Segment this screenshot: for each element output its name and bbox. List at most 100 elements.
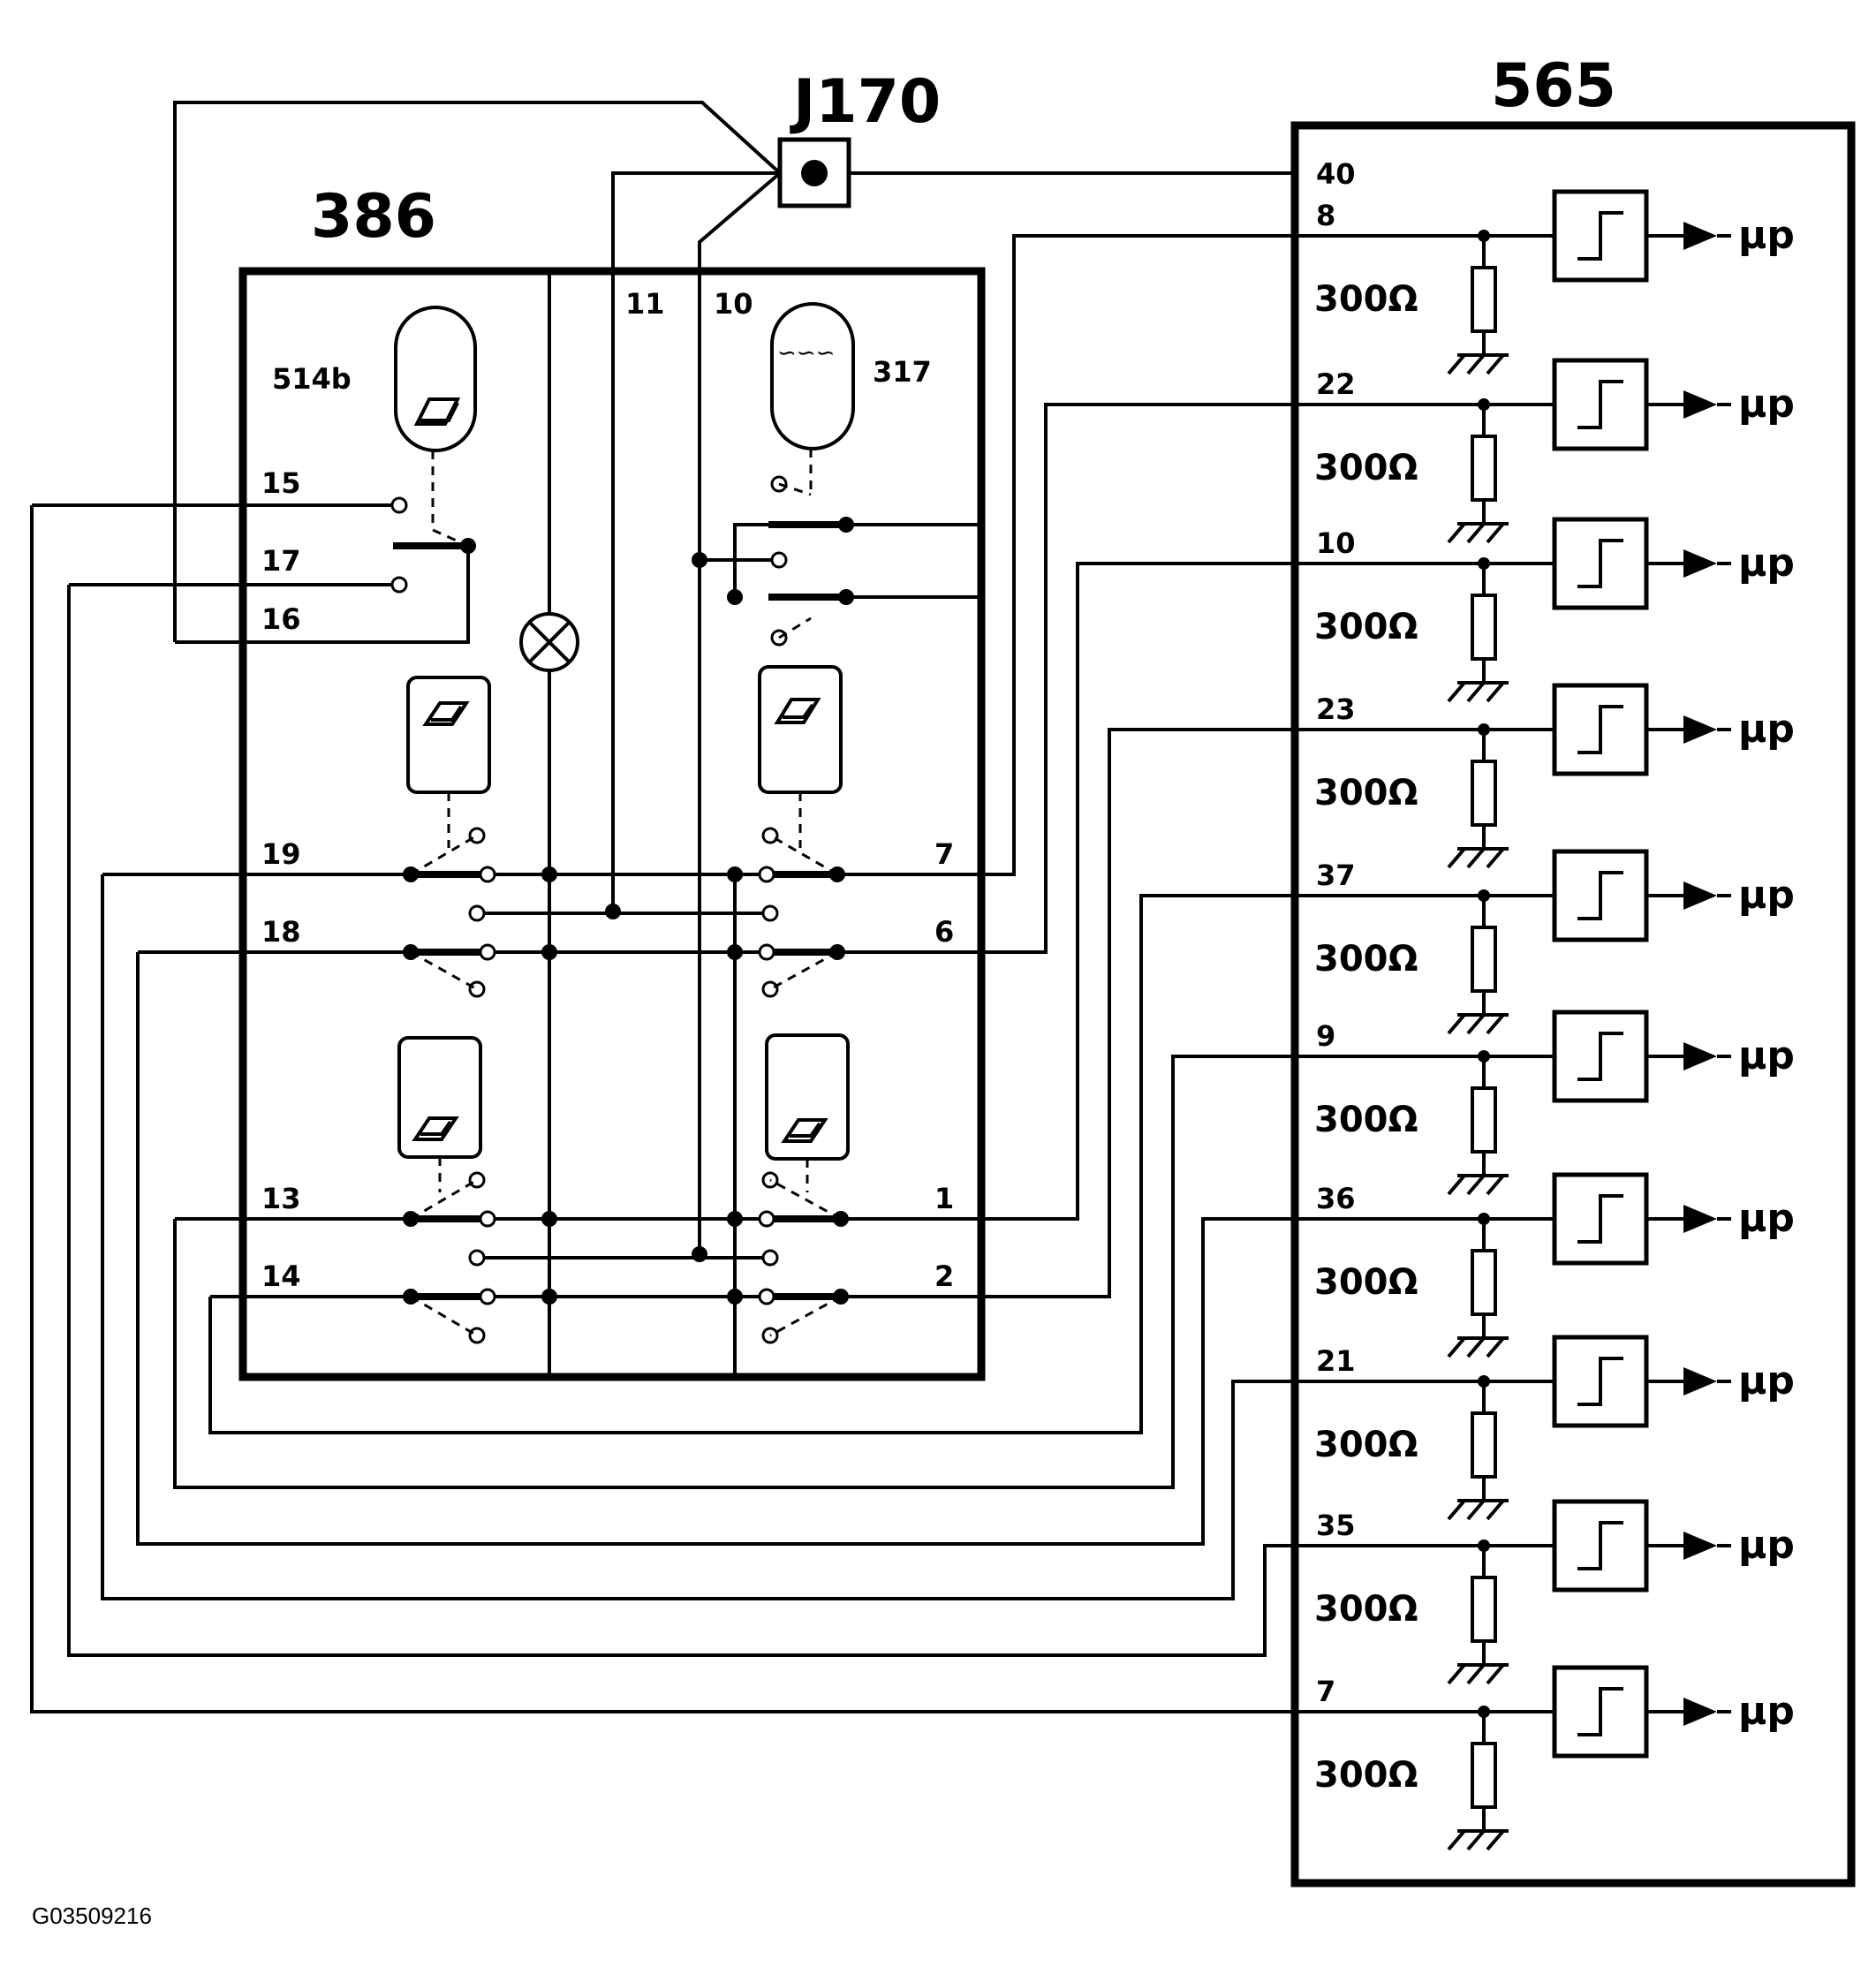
j170-wires <box>173 101 1295 1254</box>
resistor <box>1471 1249 1497 1316</box>
module-pin-label: 35 <box>1316 1509 1356 1542</box>
microprocessor-label: μp <box>1738 213 1795 258</box>
module-pin-supply: 40 <box>1316 157 1356 191</box>
ground-hatch <box>1447 1829 1466 1851</box>
resistor-value: 300Ω <box>1314 448 1418 488</box>
resistor <box>1471 926 1497 993</box>
module-pin-label: 36 <box>1316 1182 1356 1215</box>
ground-hatch <box>1447 847 1466 869</box>
module-pin-label: 7 <box>1316 1675 1335 1708</box>
module-input-channels: 8300Ωμp22300Ωμp10300Ωμp23300Ωμp37300Ωμp9… <box>1295 189 1795 1851</box>
step-symbol <box>1577 1032 1623 1081</box>
arrow-icon <box>1683 390 1717 419</box>
step-symbol <box>1577 380 1623 429</box>
ground-hatch <box>1486 522 1505 544</box>
step-symbol <box>1577 1687 1623 1736</box>
module-frame <box>1290 121 1856 1887</box>
panel-pin-17: 17 <box>261 544 301 578</box>
panel-pin-7: 7 <box>934 837 954 871</box>
panel-pin-1: 1 <box>934 1182 954 1215</box>
indicator-lamp <box>519 612 579 672</box>
module-pin-label: 10 <box>1316 526 1356 560</box>
step-symbol <box>1577 871 1623 920</box>
input-channel-36: 36 300Ω μp <box>1295 1172 1795 1358</box>
microprocessor-label: μp <box>1738 707 1795 752</box>
mirror-icon <box>422 701 470 726</box>
mirror-icon <box>774 698 821 724</box>
button-upper-left <box>406 676 491 794</box>
panel-pin-15: 15 <box>261 466 301 500</box>
arrow-icon <box>1683 1698 1717 1726</box>
microprocessor-label: μp <box>1738 1196 1795 1241</box>
resistor <box>1471 1576 1497 1643</box>
mirror-switch-label: 514b <box>272 362 352 396</box>
step-symbol <box>1577 539 1623 588</box>
ground-hatch <box>1486 1336 1505 1358</box>
ground-hatch <box>1466 1336 1486 1358</box>
panel-pin-19: 19 <box>261 837 301 871</box>
ground-hatch <box>1486 1663 1505 1685</box>
panel-pin-6: 6 <box>934 915 954 949</box>
step-symbol <box>1577 211 1623 261</box>
ground-hatch <box>1447 1499 1466 1521</box>
ground-hatch <box>1447 353 1466 375</box>
arrow-icon <box>1683 881 1717 910</box>
switch-knob-514b <box>394 306 477 452</box>
panel-pin-2: 2 <box>934 1260 954 1293</box>
resistor-value: 300Ω <box>1314 1755 1418 1796</box>
resistor <box>1471 1742 1497 1809</box>
ground-hatch <box>1486 1174 1505 1196</box>
ground-hatch <box>1466 1663 1486 1685</box>
microprocessor-label: μp <box>1738 873 1795 918</box>
panel-pin-14: 14 <box>261 1260 301 1293</box>
ground-hatch <box>1486 847 1505 869</box>
ground-hatch <box>1447 1336 1466 1358</box>
resistor-value: 300Ω <box>1314 1589 1418 1630</box>
microprocessor-label: μp <box>1738 1523 1795 1568</box>
ground-hatch <box>1447 1174 1466 1196</box>
arrow-icon <box>1683 715 1717 744</box>
arrow-icon <box>1683 222 1717 250</box>
resistor <box>1471 1086 1497 1154</box>
arrow-icon <box>1683 1205 1717 1233</box>
resistor <box>1471 594 1497 661</box>
figure-code: G03509216 <box>32 1903 152 1929</box>
arrow-icon <box>1683 1042 1717 1070</box>
panel-pin-16: 16 <box>261 602 301 636</box>
module-pin-label: 9 <box>1316 1019 1335 1053</box>
input-channel-35: 35 300Ω μp <box>1295 1499 1795 1685</box>
mirror-adjust-buttons <box>397 665 850 1161</box>
ground-hatch <box>1447 1013 1466 1035</box>
resistor-value: 300Ω <box>1314 773 1418 813</box>
mirror-selector-switch-514b: 514b <box>32 306 477 594</box>
ground-hatch <box>1466 847 1486 869</box>
microprocessor-label: μp <box>1738 541 1795 586</box>
step-symbol <box>1577 1521 1623 1570</box>
mirror-icon <box>413 397 461 426</box>
ground-hatch <box>1466 1829 1486 1851</box>
resistor-value: 300Ω <box>1314 939 1418 980</box>
connector-pin <box>801 160 828 186</box>
switch-contacts-lower <box>175 1157 981 1344</box>
ground-hatch <box>1466 1174 1486 1196</box>
ground-hatch <box>1486 1013 1505 1035</box>
module-pin-label: 37 <box>1316 859 1356 892</box>
switch-symbol: ∽∽∽ <box>777 339 835 366</box>
module-pin-label: 8 <box>1316 199 1335 232</box>
module-label: 565 <box>1491 51 1616 121</box>
module-pin-label: 23 <box>1316 692 1356 726</box>
resistor-value: 300Ω <box>1314 607 1418 647</box>
microprocessor-label: μp <box>1738 382 1795 427</box>
resistor <box>1471 760 1497 827</box>
resistor-value: 300Ω <box>1314 1100 1418 1140</box>
mirror-icon <box>412 1116 459 1141</box>
resistor-value: 300Ω <box>1314 1262 1418 1303</box>
ground-hatch <box>1486 1499 1505 1521</box>
ground-hatch <box>1447 1663 1466 1685</box>
ground-hatch <box>1466 522 1486 544</box>
